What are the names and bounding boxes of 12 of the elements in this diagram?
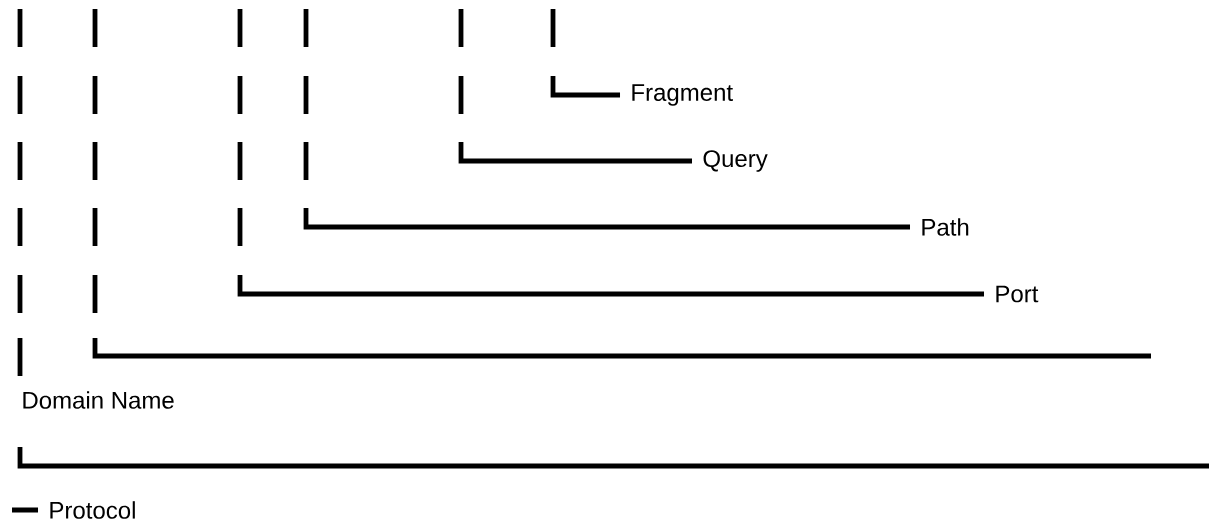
leader-line — [92, 6, 1154, 359]
leader-line — [9, 6, 1209, 513]
part-label: Query — [703, 150, 768, 172]
leader-line — [458, 6, 695, 164]
part-label: Port — [996, 285, 1039, 303]
part-label: Domain Name — [23, 391, 174, 409]
part-label: Path — [922, 218, 969, 236]
part-label: Protocol — [50, 501, 135, 519]
leader-line — [303, 6, 913, 230]
leader-line — [550, 6, 623, 98]
leader-line — [237, 6, 987, 297]
part-label: Fragment — [632, 84, 733, 106]
